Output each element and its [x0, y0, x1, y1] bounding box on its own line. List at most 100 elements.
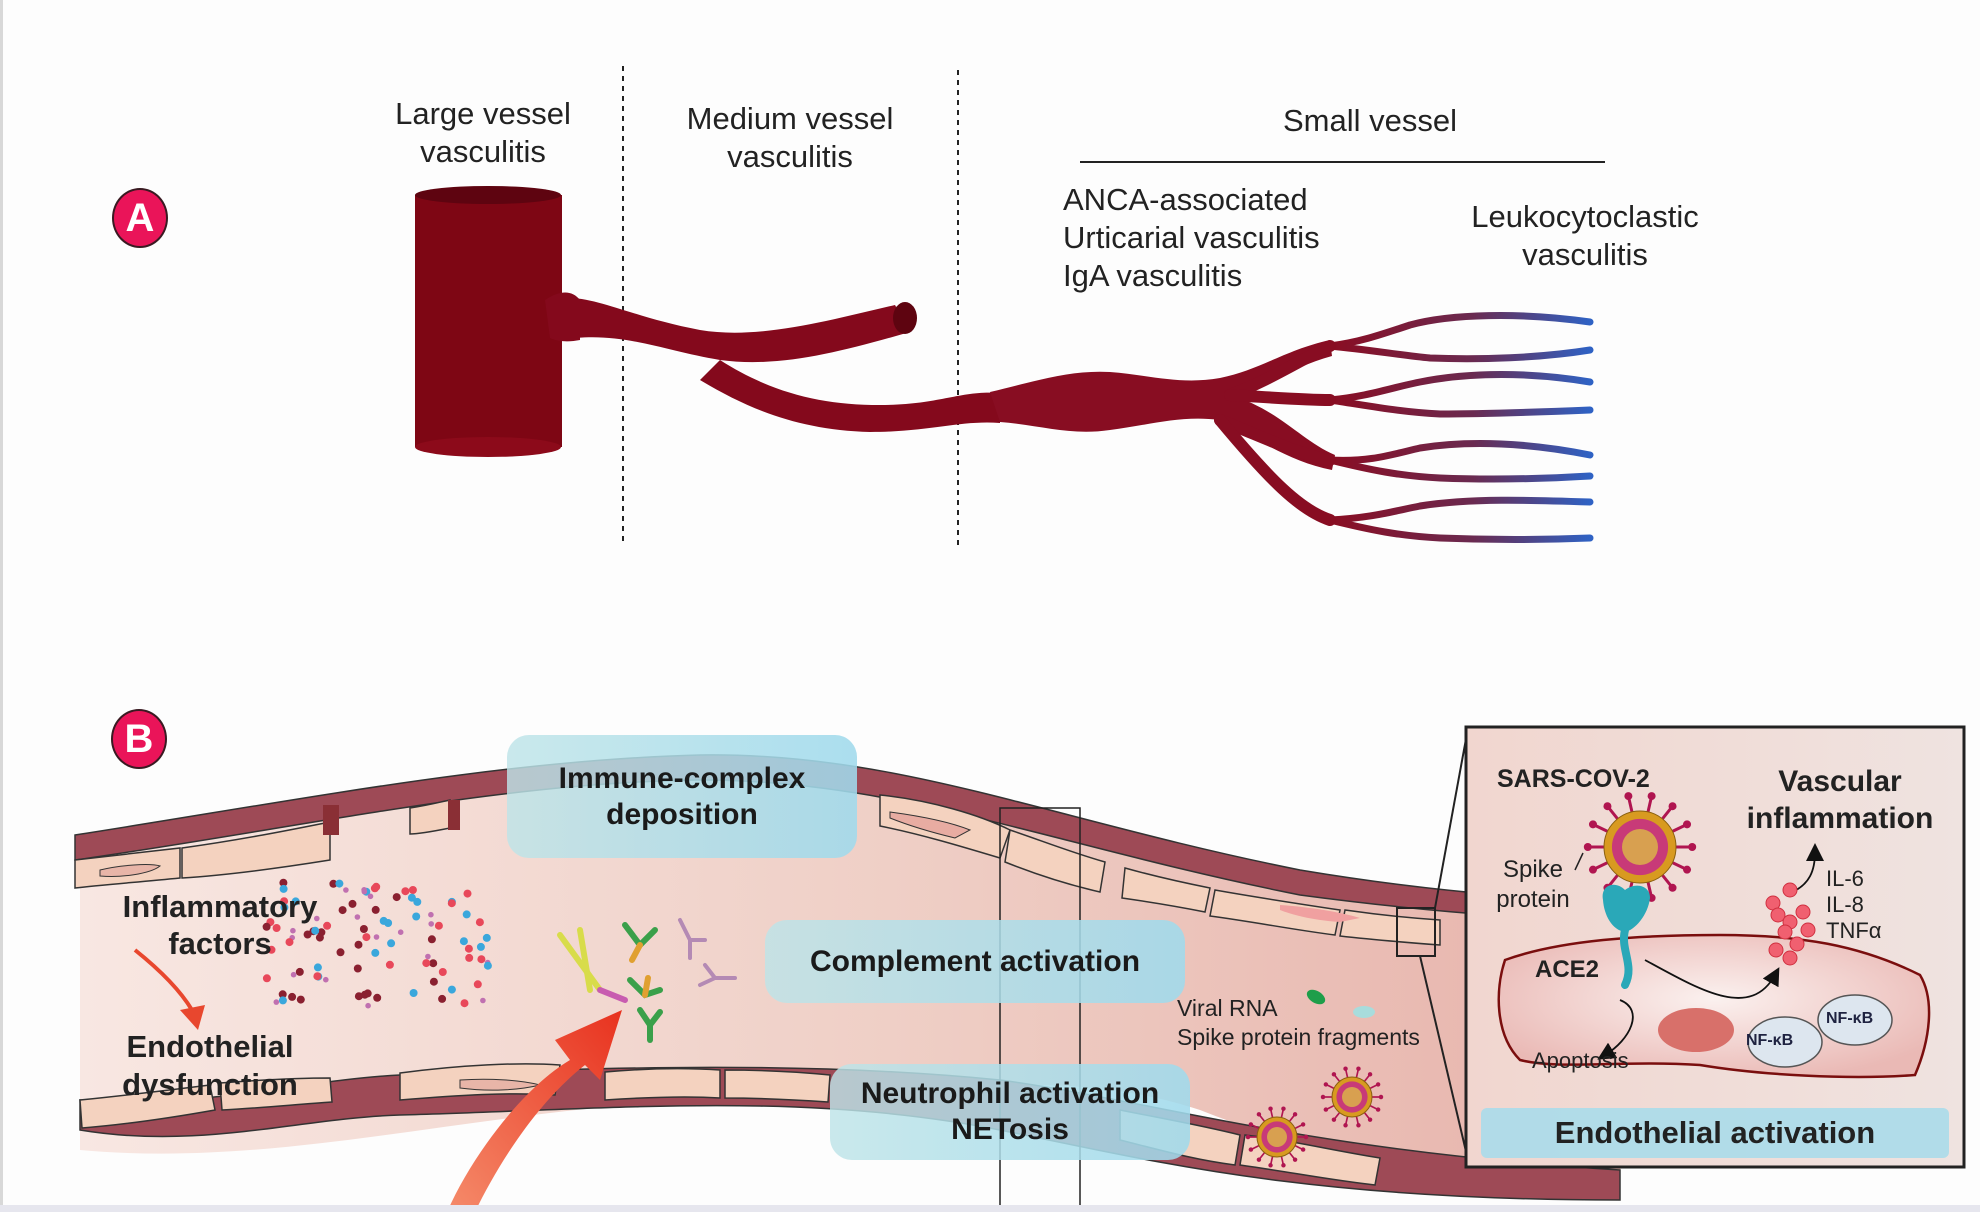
cytokine-dot	[311, 926, 320, 935]
cytokine-dot	[335, 879, 344, 888]
large-vessel-label: Large vessel vasculitis	[372, 95, 594, 171]
cytokine-tnfa: TNFα	[1826, 918, 1882, 943]
cytokine-dot	[296, 995, 305, 1004]
nfkb-bubble	[1747, 1016, 1823, 1068]
viral-fragments-label: Viral RNA Spike protein fragments	[1177, 994, 1420, 1052]
inset-source-box	[1396, 907, 1436, 957]
cytokine-dot	[288, 992, 297, 1001]
small-type-iga: IgA vasculitis	[1063, 258, 1243, 293]
virus-icon	[1245, 1106, 1309, 1168]
cytokine-dot	[427, 935, 436, 944]
ace2-receptor	[1602, 884, 1650, 932]
leukocytoclastic-label: Leukocytoclastic vasculitis	[1440, 198, 1730, 274]
viral-rna-icon	[1306, 989, 1326, 1005]
immune-complex-tag: Immune-complex deposition	[507, 735, 857, 858]
inset-panel	[1464, 725, 1966, 1169]
small-type-anca: ANCA-associated	[1063, 182, 1308, 217]
large-vessel-line1: Large vessel	[395, 96, 571, 131]
nfkb-bubble	[1817, 994, 1893, 1046]
curved-arrow	[133, 948, 194, 1012]
small-vessel-types: ANCA-associated Urticarial vasculitis Ig…	[1063, 181, 1320, 295]
dysfunction-line1: Endothelial	[126, 1029, 294, 1064]
cytokine-dot	[476, 942, 485, 951]
cytokine-dot	[477, 955, 486, 964]
cytokine-dot	[459, 937, 468, 946]
vascular-line2: inflammation	[1746, 802, 1934, 835]
cytokine-dot	[278, 990, 287, 999]
cytokine-dot	[462, 910, 471, 919]
cytokine-dot	[460, 999, 469, 1008]
sars-cov-2-icon	[1583, 792, 1697, 902]
cytokine-dot	[262, 974, 271, 983]
cytokine-dot	[465, 953, 474, 962]
cytokine-dot	[285, 938, 294, 947]
cytokine-dot	[370, 884, 379, 893]
cytokine-dot	[1768, 942, 1784, 958]
large-vessel-cylinder	[415, 186, 562, 457]
cytokine-dot	[407, 893, 416, 902]
cell-nucleus	[1280, 905, 1360, 922]
cytokine-il8: IL-8	[1826, 892, 1864, 917]
cytokine-dot	[314, 915, 320, 922]
cytokine-dot	[354, 940, 363, 949]
big-red-arrow	[448, 1010, 622, 1212]
medium-vessel-line2: vasculitis	[727, 139, 853, 174]
cytokine-dot	[329, 879, 338, 888]
cytokine-dot	[290, 927, 296, 934]
cytokine-dot	[336, 948, 345, 957]
cytokine-dot	[428, 921, 435, 927]
cytokine-dot	[1789, 936, 1805, 952]
viral-rna-label: Viral RNA	[1177, 995, 1278, 1021]
spike-protein-label: Spike protein	[1483, 855, 1583, 915]
cytokine-il6: IL-6	[1826, 866, 1864, 891]
cytokine-dot	[1782, 882, 1798, 898]
cytokine-dot	[323, 976, 329, 983]
neutrophil-line2: NETosis	[951, 1113, 1069, 1146]
cytokine-dot	[464, 944, 473, 953]
cytokine-dot	[480, 997, 486, 1004]
cytokine-dot	[343, 887, 349, 893]
medium-vessel-line1: Medium vessel	[686, 101, 894, 136]
cytokine-dot	[1770, 907, 1786, 923]
ace2-label: ACE2	[1535, 956, 1600, 983]
cytokine-dot	[371, 905, 380, 914]
cytokine-dot	[279, 878, 288, 887]
cytokine-dot	[463, 889, 472, 898]
cytokine-dot	[317, 928, 326, 937]
vessel-tree	[415, 66, 1605, 545]
cytokine-dot	[379, 916, 388, 925]
neutrophil-tag: Neutrophil activation NETosis	[830, 1064, 1190, 1160]
vascular-inflammation-label: Vascular inflammation	[1730, 763, 1950, 837]
cytokine-dot	[371, 948, 380, 957]
cytokine-dot	[290, 971, 297, 978]
cytokine-dot	[362, 933, 371, 942]
cytokine-dot	[280, 903, 289, 912]
cytokine-dot	[428, 911, 434, 918]
cytokine-dot	[413, 897, 422, 906]
neutrophil-line1: Neutrophil activation	[860, 1077, 1160, 1110]
spike-line2: protein	[1496, 886, 1570, 913]
cytokine-dot	[447, 985, 456, 994]
cytokine-dot	[273, 999, 280, 1005]
wall-gap	[448, 800, 460, 830]
cytokine-dot	[475, 918, 484, 927]
panel-a-badge: A	[112, 188, 168, 248]
panel-b-badge: B	[111, 709, 167, 769]
nfkb-arrow	[1644, 959, 1780, 999]
leukocytoclastic-line1: Leukocytoclastic	[1471, 199, 1699, 234]
cytokine-dot	[272, 924, 281, 932]
cytokine-dot	[279, 884, 288, 893]
cytokine-dot	[313, 963, 322, 972]
wall-gap	[323, 805, 339, 835]
nfkb-label-1: NF-κB	[1746, 1032, 1794, 1049]
cytokine-dot	[373, 993, 382, 1002]
cytokine-dot	[359, 925, 368, 933]
cytokine-dot	[482, 933, 491, 942]
cytokine-dot	[291, 897, 300, 906]
inflammatory-dots	[262, 878, 492, 1009]
cytokine-dot	[1795, 904, 1811, 920]
cytokine-dot	[434, 921, 443, 930]
spike-line1: Spike	[1502, 856, 1564, 883]
large-vessel-line2: vasculitis	[420, 134, 546, 169]
cytokine-dot	[429, 977, 438, 986]
